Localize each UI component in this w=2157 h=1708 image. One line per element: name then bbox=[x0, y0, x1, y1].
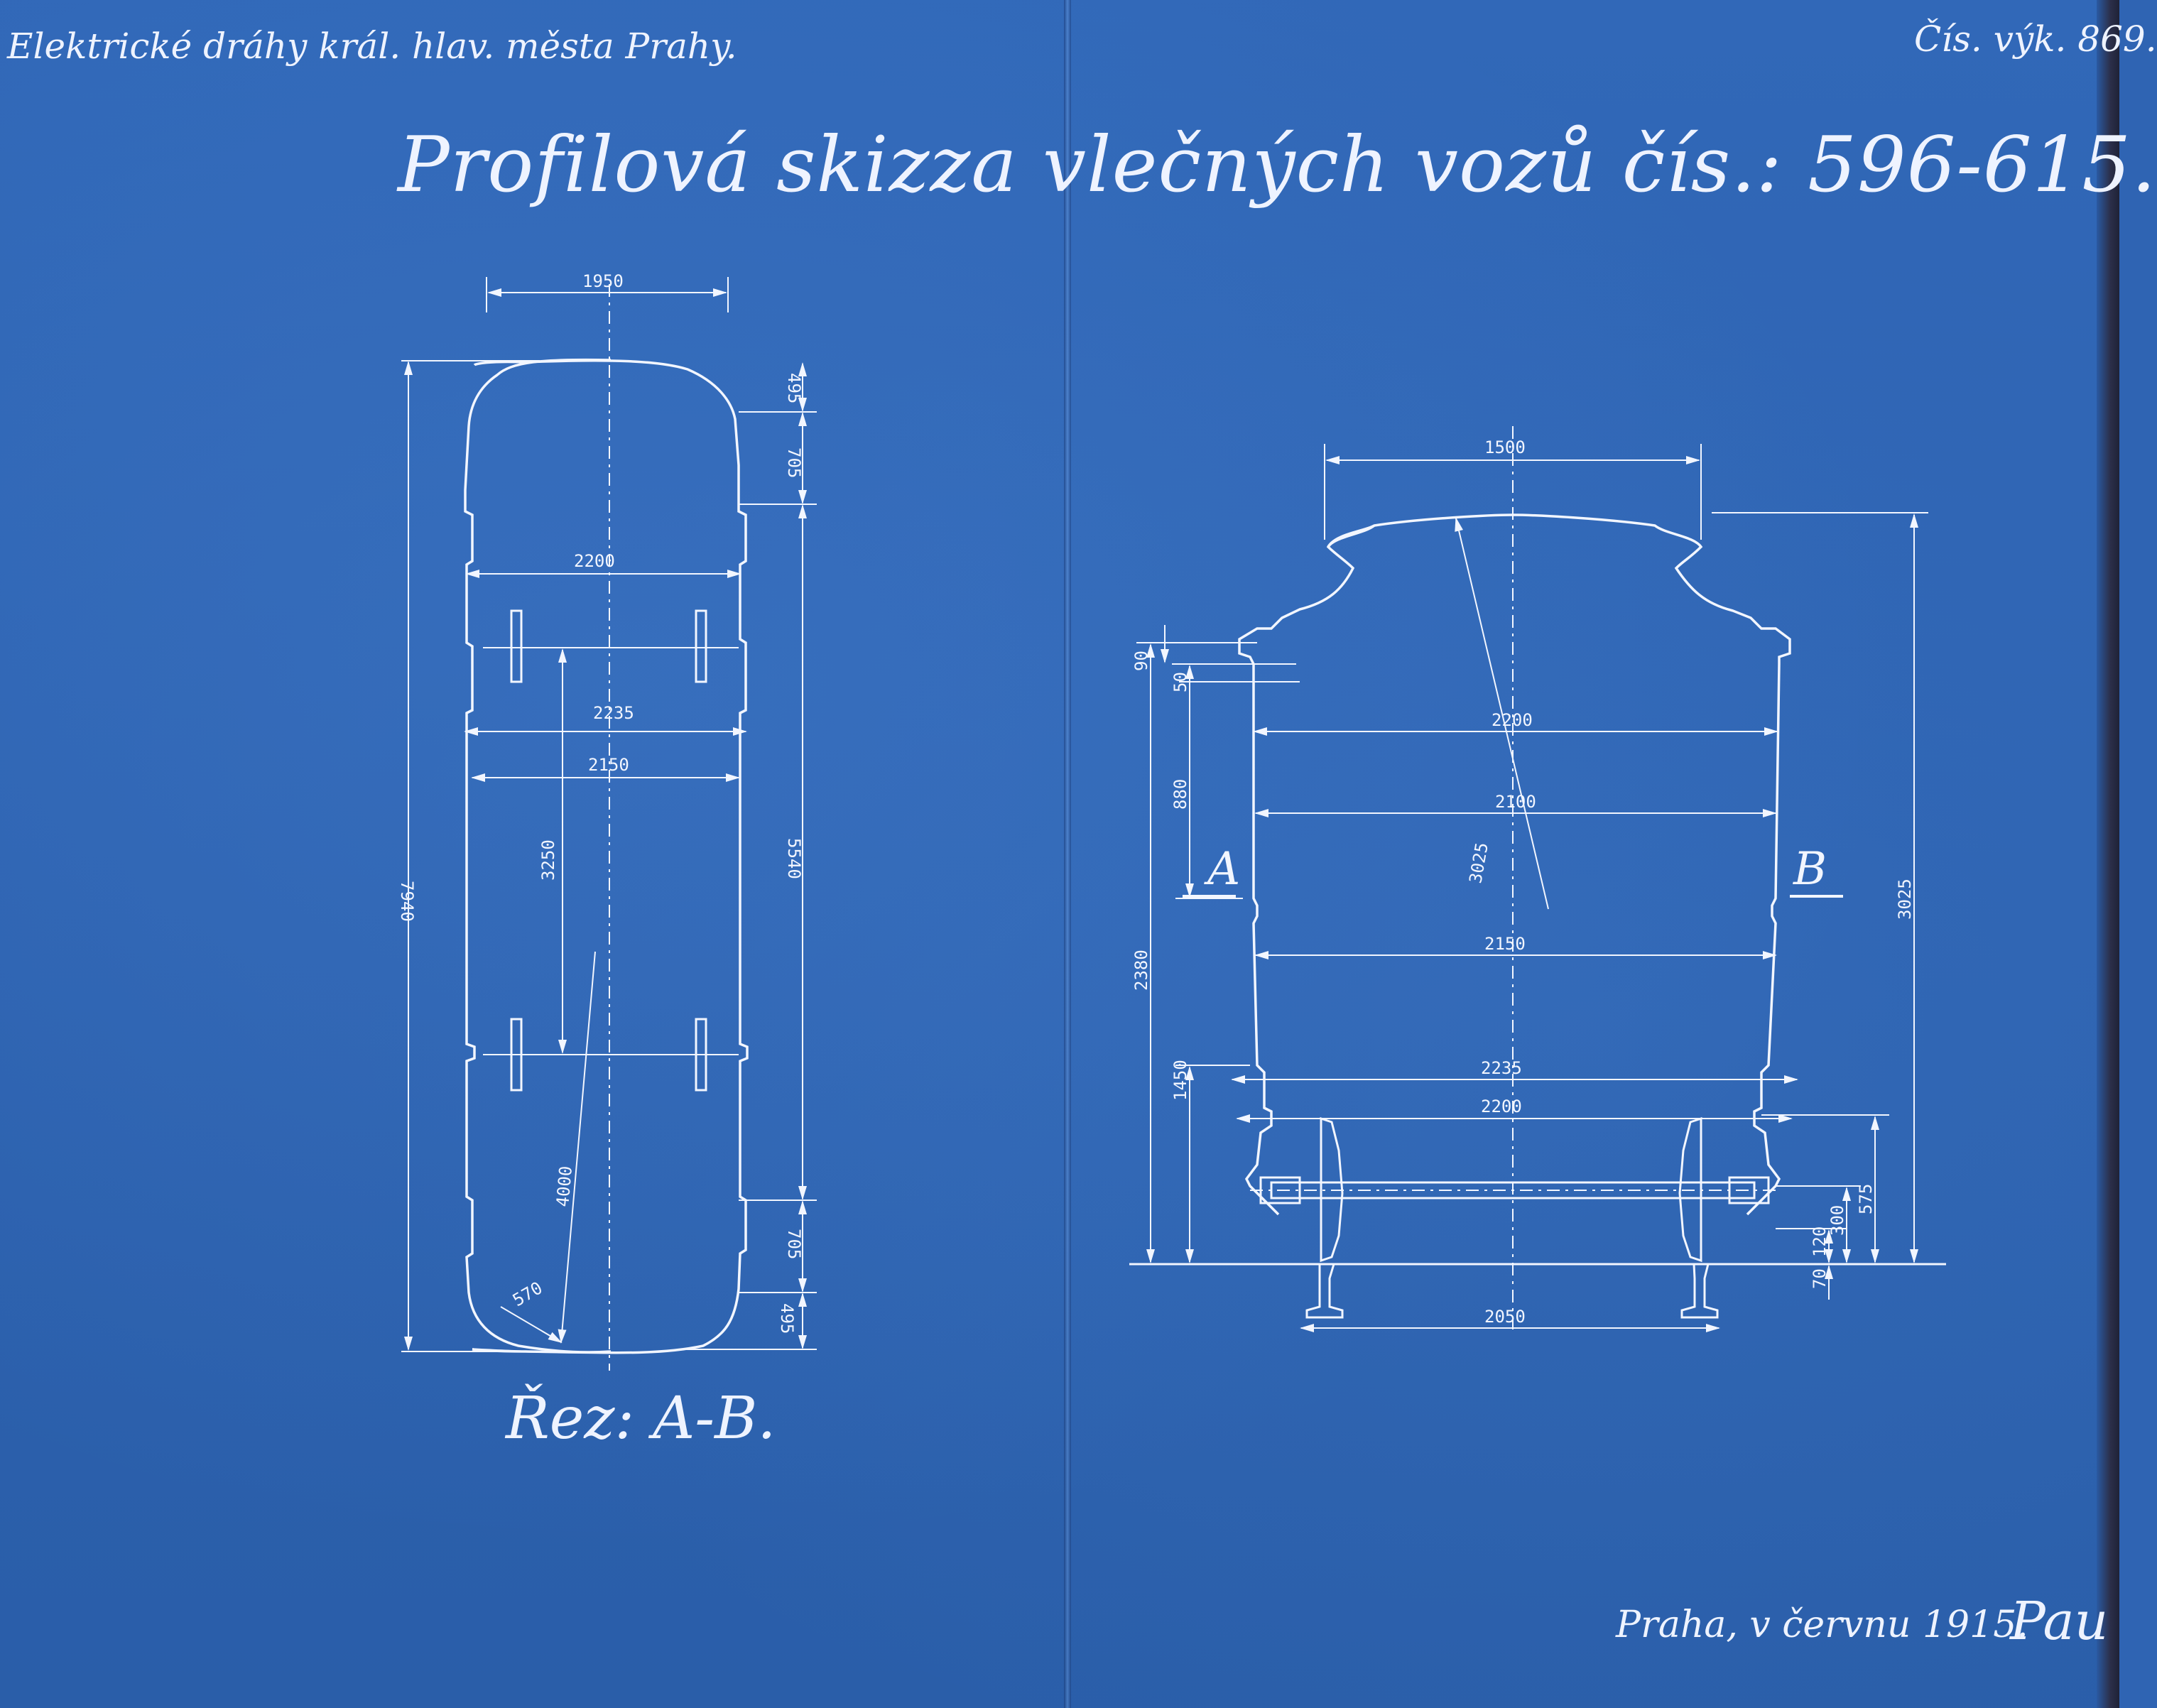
rail-right bbox=[1680, 1263, 1719, 1319]
cross-section bbox=[1129, 426, 1946, 1335]
dim-2150: 2150 bbox=[588, 755, 629, 775]
dim-120: 120 bbox=[1810, 1226, 1830, 1257]
paper-edge bbox=[2097, 0, 2119, 1708]
dim-880: 880 bbox=[1170, 779, 1190, 810]
dim-705-top: 705 bbox=[784, 447, 804, 478]
dim-2200-lower: 2200 bbox=[1481, 1097, 1522, 1116]
plan-view-caption: Řez: A-B. bbox=[506, 1385, 776, 1452]
dim-90: 90 bbox=[1131, 651, 1151, 671]
dim-3025-radius: 3025 bbox=[1465, 841, 1492, 885]
wheel-left bbox=[1320, 1116, 1344, 1263]
dim-2235-section: 2235 bbox=[1481, 1058, 1522, 1078]
wheel-right bbox=[1678, 1116, 1702, 1263]
cross-section-dimensions: 1500 2200 2100 2150 2235 2200 2050 3025 … bbox=[1131, 437, 1915, 1327]
dim-1500: 1500 bbox=[1484, 437, 1526, 457]
rail-left bbox=[1305, 1263, 1344, 1319]
dim-1450: 1450 bbox=[1170, 1060, 1190, 1101]
dim-2050: 2050 bbox=[1484, 1307, 1526, 1327]
signature: Pau bbox=[2010, 1591, 2109, 1652]
dim-300: 300 bbox=[1827, 1205, 1847, 1236]
section-marker-a: A bbox=[1204, 843, 1240, 896]
dim-50: 50 bbox=[1170, 672, 1190, 692]
dim-3025-right: 3025 bbox=[1895, 879, 1915, 920]
dim-4000: 4000 bbox=[553, 1165, 576, 1208]
dim-495-top: 495 bbox=[784, 373, 804, 403]
dim-70: 70 bbox=[1810, 1268, 1830, 1289]
dim-705-bottom: 705 bbox=[784, 1229, 804, 1259]
dim-495-bottom: 495 bbox=[777, 1303, 797, 1334]
plan-view-dimensions: 1950 2200 2235 2150 7940 5540 3250 4000 … bbox=[397, 271, 804, 1334]
drawing-title: Profilová skizza vlečných vozů čís.: 596… bbox=[398, 121, 2157, 210]
plan-view bbox=[401, 277, 817, 1371]
dim-570: 570 bbox=[509, 1278, 546, 1310]
dim-1950: 1950 bbox=[582, 271, 624, 291]
car-profile bbox=[1327, 513, 1791, 1216]
plan-body-outline-left bbox=[464, 358, 612, 1354]
section-marker-b: B bbox=[1793, 843, 1827, 896]
dim-2235: 2235 bbox=[593, 703, 634, 723]
dim-575: 575 bbox=[1856, 1184, 1876, 1214]
drawing-number: Čís. výk. 869. bbox=[1914, 18, 2157, 60]
dim-2150-section: 2150 bbox=[1484, 934, 1526, 954]
authority-header: Elektrické dráhy král. hlav. města Prahy… bbox=[7, 26, 737, 67]
dim-2380: 2380 bbox=[1131, 950, 1151, 991]
dim-2100: 2100 bbox=[1495, 792, 1536, 812]
dim-5540: 5540 bbox=[784, 838, 804, 879]
car-profile-left bbox=[1238, 524, 1375, 1216]
place-date: Praha, v červnu 1915. bbox=[1616, 1604, 2028, 1646]
plan-slot bbox=[510, 609, 523, 683]
paper-fold bbox=[1064, 0, 1071, 1708]
plan-slot bbox=[695, 609, 707, 683]
dim-7940: 7940 bbox=[397, 881, 417, 922]
dim-3250: 3250 bbox=[538, 839, 558, 881]
plan-body-outline bbox=[472, 359, 749, 1354]
dim-2200-upper: 2200 bbox=[1492, 710, 1533, 730]
dim-2200: 2200 bbox=[574, 551, 615, 571]
